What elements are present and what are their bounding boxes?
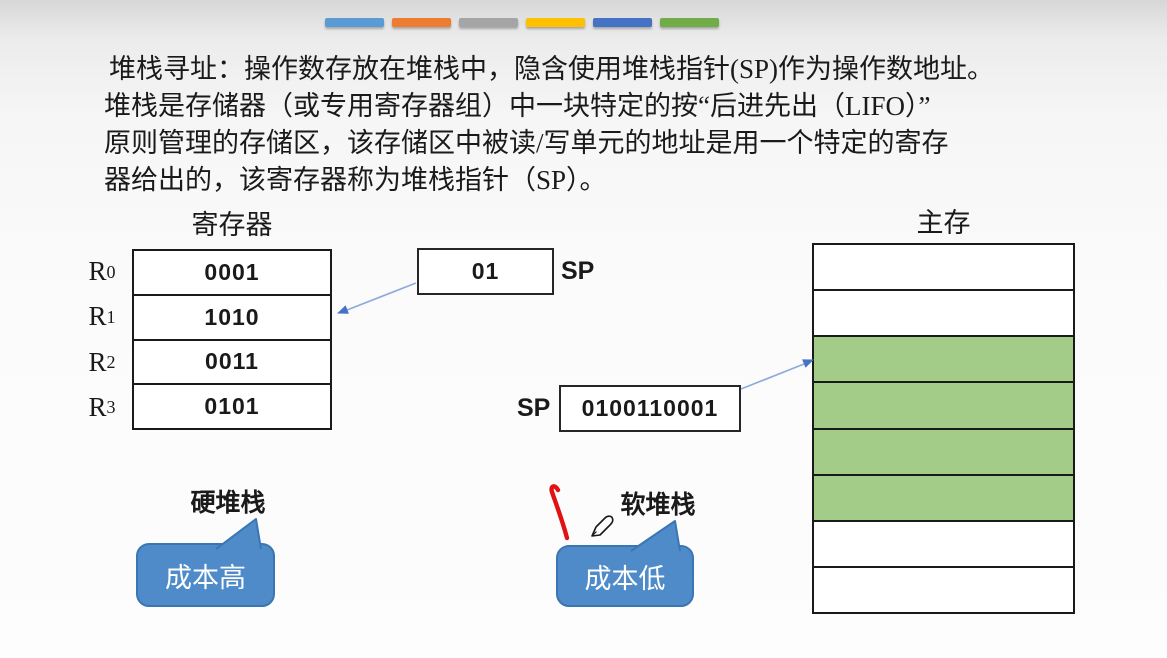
hard-stack-sp-value: 01 xyxy=(471,258,500,284)
hard-stack-caption: 硬堆栈 xyxy=(190,489,266,517)
main-memory-header: 主存 xyxy=(916,208,971,238)
memory-cell-empty xyxy=(814,245,1073,289)
color-bar-segment xyxy=(660,18,719,27)
body-line: 原则管理的存储区，该存储区中被读/写单元的地址是用一个特定的寄存 xyxy=(104,128,949,158)
decorative-color-bar xyxy=(325,18,719,27)
body-line: 器给出的，该寄存器称为堆栈指针（SP）。 xyxy=(104,165,607,195)
memory-cell-empty xyxy=(814,289,1073,335)
register-value: 0101 xyxy=(204,393,260,420)
register-value: 0011 xyxy=(205,348,259,375)
memory-cell-stack xyxy=(814,473,1073,520)
cost-low-callout: 成本低 xyxy=(556,545,694,607)
soft-stack-sp-value-box: 0100110001 xyxy=(559,385,741,432)
color-bar-segment xyxy=(392,18,451,27)
register-file-table: 0001 1010 0011 0101 xyxy=(132,249,332,430)
register-cell: 0001 xyxy=(134,251,330,294)
soft-stack-sp-label: SP xyxy=(517,394,551,422)
register-cell: 0101 xyxy=(134,383,330,428)
soft-stack-sp-value: 0100110001 xyxy=(581,395,719,421)
main-memory-table xyxy=(812,243,1075,614)
memory-cell-empty xyxy=(814,565,1073,612)
register-value: 0001 xyxy=(204,258,260,285)
register-value: 1010 xyxy=(204,303,260,330)
memory-cell-empty xyxy=(814,519,1073,566)
red-ink-stroke xyxy=(549,484,570,541)
memory-cell-stack xyxy=(814,381,1073,428)
register-cell: 0011 xyxy=(134,338,330,384)
register-file-header: 寄存器 xyxy=(191,210,273,240)
hard-stack-sp-label: SP xyxy=(561,257,595,285)
memory-cell-stack xyxy=(814,427,1073,474)
memory-cell-stack xyxy=(814,335,1073,382)
register-cell: 1010 xyxy=(134,293,330,339)
color-bar-segment xyxy=(526,18,585,27)
arrow-sp-to-memory xyxy=(740,359,814,390)
arrow-sp-to-register xyxy=(337,282,417,314)
slide-title: 堆栈寻址：操作数存放在堆栈中，隐含使用堆栈指针(SP)作为操作数地址。 xyxy=(109,54,995,84)
hard-stack-sp-value-box: 01 xyxy=(417,248,554,295)
color-bar-segment xyxy=(325,18,384,27)
cost-high-callout: 成本高 xyxy=(136,543,275,607)
slide-body-paragraph: 堆栈是存储器（或专用寄存器组）中一块特定的按“后进先出（LIFO）” 原则管理的… xyxy=(104,88,949,199)
color-bar-segment xyxy=(593,18,652,27)
soft-stack-caption: 软堆栈 xyxy=(620,491,696,519)
color-bar-segment xyxy=(459,18,518,27)
body-line: 堆栈是存储器（或专用寄存器组）中一块特定的按“后进先出（LIFO）” xyxy=(104,91,931,121)
